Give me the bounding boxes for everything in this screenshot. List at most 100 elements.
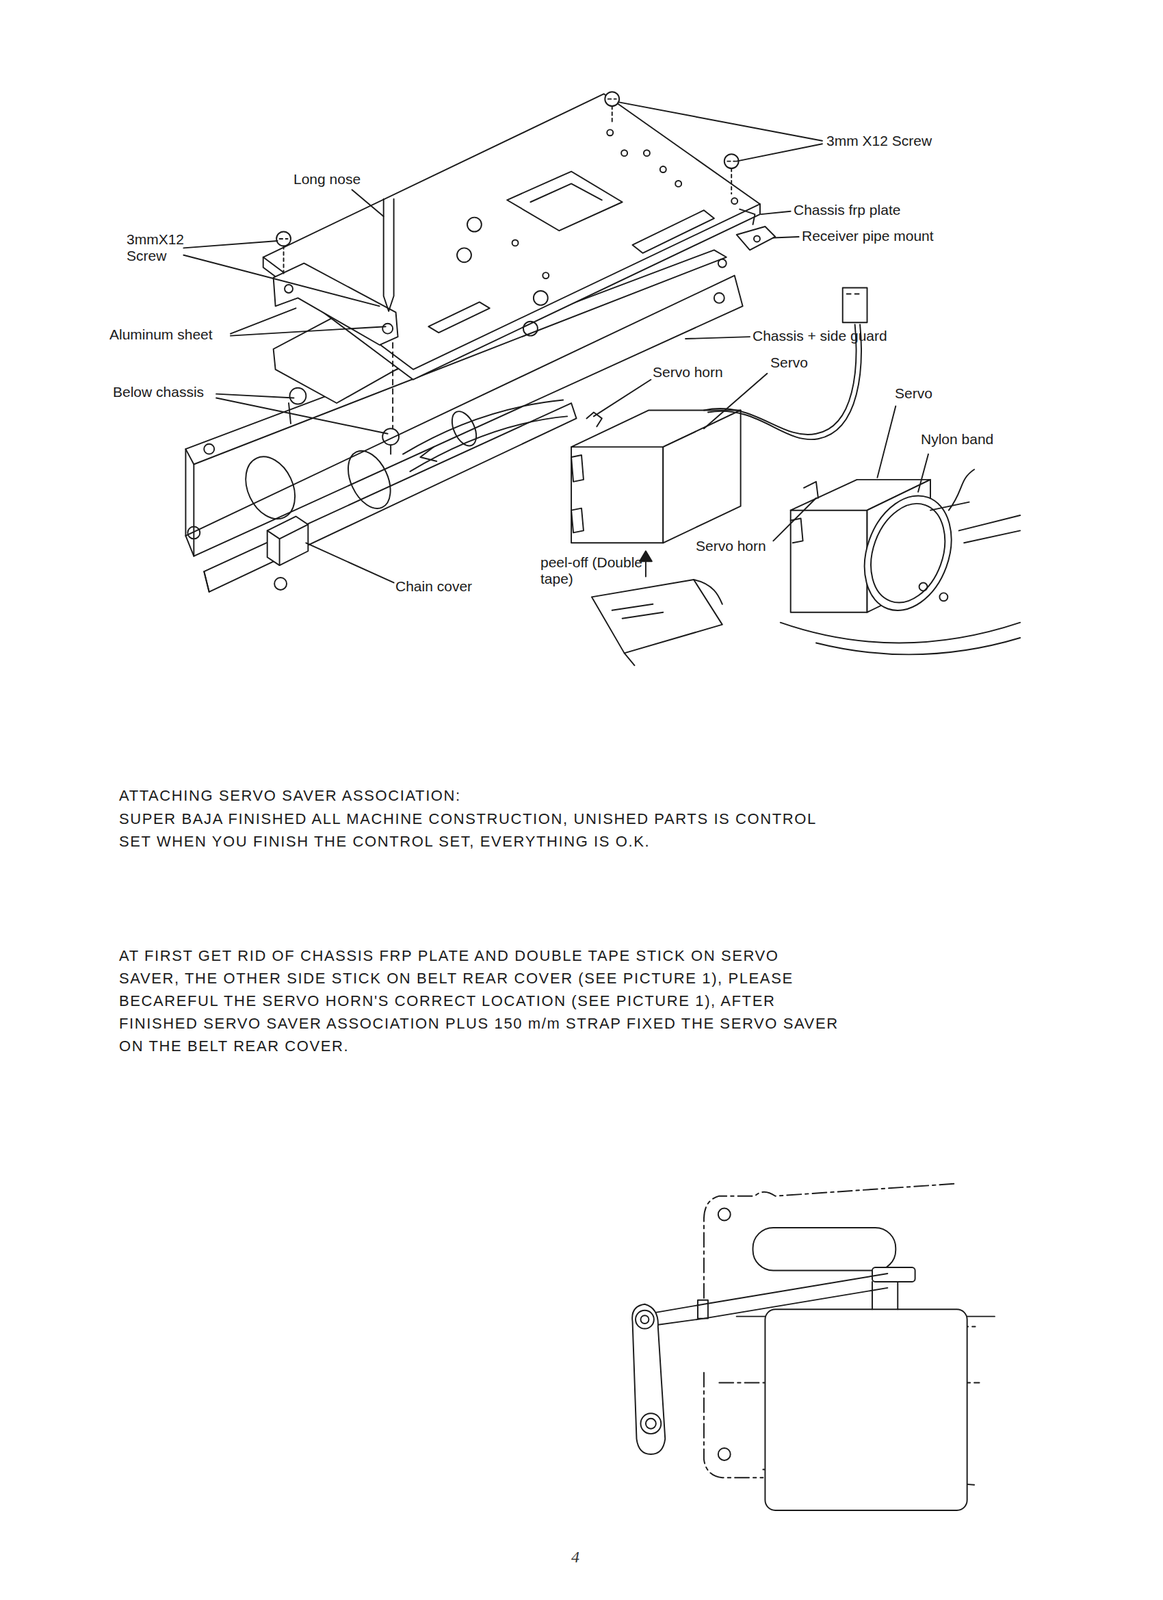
illustration-line [643, 149, 650, 156]
illustration-line [533, 290, 548, 306]
illustration-line [718, 1447, 731, 1460]
illustration-line [512, 239, 519, 246]
illustration-line [919, 582, 928, 591]
part-label: Chassis + side guard [752, 327, 888, 345]
illustration-line [608, 99, 617, 125]
illustration-line [263, 93, 761, 370]
illustration-line [703, 373, 767, 429]
part-label: peel-off (Double tape) [540, 554, 650, 587]
part-label: Servo [770, 354, 808, 371]
illustration-line [718, 1208, 731, 1221]
part-label: Nylon band [920, 430, 994, 448]
illustration-line [872, 1281, 898, 1309]
part-label: 3mm X12 Screw [826, 132, 932, 150]
illustration-line [571, 454, 584, 482]
illustration-line [640, 1314, 649, 1324]
illustration-line [753, 1227, 897, 1271]
illustration-line [267, 516, 309, 566]
illustration-line [382, 428, 399, 445]
illustration-line [736, 1315, 995, 1317]
illustration-line [718, 259, 727, 268]
illustration-line [773, 498, 817, 542]
illustration-line [685, 336, 750, 339]
illustration-line [764, 1308, 967, 1510]
part-label: Chassis frp plate [793, 201, 901, 219]
instruction-text: AT FIRST GET RID OF CHASSIS FRP PLATE AN… [119, 944, 845, 1057]
illustration-line [276, 231, 291, 247]
illustration-line [693, 579, 723, 605]
illustration-line [591, 579, 723, 653]
illustration-line [846, 292, 860, 295]
part-label: Chain cover [395, 578, 473, 595]
illustration-line [731, 197, 738, 204]
part-label: Aluminum sheet [109, 326, 213, 343]
illustration-line [305, 542, 394, 583]
illustration-line [939, 592, 948, 601]
part-label: Below chassis [112, 383, 204, 401]
page-number: 4 [571, 1547, 580, 1566]
illustration-line [340, 443, 399, 516]
illustration-line [842, 288, 868, 323]
illustration-line [736, 226, 776, 250]
illustration-line [456, 247, 472, 263]
illustration-line [662, 409, 741, 543]
illustration-line [288, 402, 391, 455]
illustration-line [930, 469, 975, 511]
part-label: Servo horn [652, 363, 724, 381]
illustration-line [230, 307, 386, 336]
illustration-line [185, 448, 209, 592]
illustration-line [187, 526, 200, 539]
illustration-line [857, 493, 958, 613]
illustration-line [290, 387, 307, 405]
illustration-line [274, 577, 287, 590]
illustration-line [279, 238, 289, 274]
part-label: Receiver pipe mount [801, 227, 934, 245]
illustration-line [621, 149, 628, 156]
illustration-line [593, 379, 652, 417]
illustration-line [467, 217, 482, 232]
illustration-line [753, 235, 761, 242]
illustration-line [284, 284, 293, 293]
illustration-line [645, 1418, 657, 1429]
illustration-line [618, 101, 823, 161]
illustration-line [849, 483, 967, 623]
illustration-line [542, 272, 549, 279]
illustration-line [640, 1412, 661, 1434]
illustration-line [624, 652, 635, 665]
illustration-line [391, 342, 394, 429]
part-label: Servo [894, 385, 933, 402]
illustration-line [675, 180, 682, 187]
illustration-line [383, 199, 395, 312]
illustration-line [267, 524, 309, 566]
illustration-line [703, 1372, 763, 1478]
illustration-line [714, 292, 725, 304]
part-label: Servo horn [695, 537, 767, 555]
illustration-line [523, 321, 538, 336]
illustration-line [571, 446, 663, 543]
illustration-line [773, 236, 799, 238]
illustration-line [203, 402, 577, 592]
illustration-line [420, 446, 437, 462]
illustration-line [780, 515, 1021, 655]
illustration-line [216, 394, 388, 434]
illustration-line [183, 240, 380, 306]
illustration-line [644, 1273, 888, 1327]
illustration-line [236, 448, 305, 527]
illustration-line [409, 415, 568, 472]
illustration-line [571, 508, 584, 533]
illustration-line [660, 166, 667, 173]
illustration-line [402, 400, 564, 455]
illustration-line [632, 1303, 665, 1454]
part-label: 3mmX12 Screw [126, 231, 185, 265]
illustration-line [790, 481, 819, 543]
illustration-line [635, 1310, 655, 1329]
illustration-line [586, 411, 602, 427]
illustration-line [632, 210, 715, 254]
illustration-line [604, 91, 620, 107]
instruction-text: SUPER BAJA FINISHED ALL MACHINE CONSTRUC… [119, 807, 845, 853]
illustration-line [428, 301, 490, 333]
illustration-line [506, 171, 623, 231]
illustration-line [697, 1299, 709, 1319]
section-heading: ATTACHING SERVO SAVER ASSOCIATION: [119, 783, 845, 807]
part-label: Long nose [293, 171, 361, 188]
